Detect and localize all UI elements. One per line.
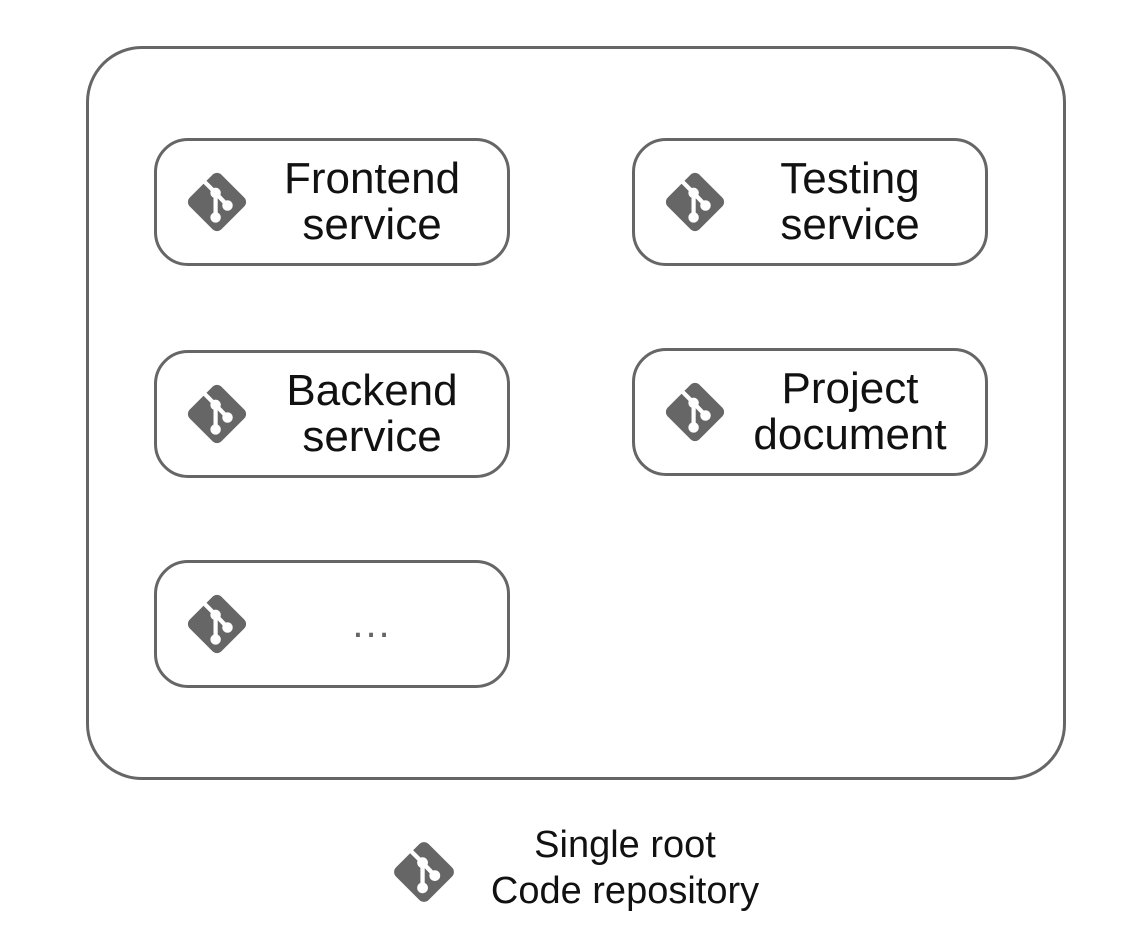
legend: Single root Code repository <box>384 820 784 920</box>
legend-line-2: Code repository <box>490 870 760 912</box>
service-name: Project <box>781 364 919 413</box>
service-label: Frontend service <box>247 141 497 263</box>
legend-line-1: Single root <box>534 824 716 866</box>
service-label: Backend service <box>247 353 497 475</box>
service-card-backend: Backend service <box>154 350 510 478</box>
service-type: document <box>753 410 947 459</box>
git-icon <box>187 594 247 654</box>
service-card-frontend: Frontend service <box>154 138 510 266</box>
service-type: service <box>780 200 920 249</box>
service-label: Testing service <box>725 141 975 263</box>
git-icon <box>665 382 725 442</box>
service-label: Project document <box>725 351 975 473</box>
service-card-project-document: Project document <box>632 348 988 476</box>
service-name: Frontend <box>283 154 461 203</box>
git-icon <box>187 172 247 232</box>
service-type: service <box>302 200 442 249</box>
service-type: service <box>302 412 442 461</box>
service-name: Backend <box>286 366 458 415</box>
service-card-testing: Testing service <box>632 138 988 266</box>
service-name: Testing <box>780 154 920 203</box>
ellipsis-label: ... <box>352 601 392 646</box>
git-icon <box>187 384 247 444</box>
git-icon <box>665 172 725 232</box>
legend-label: Single root Code repository <box>480 822 770 914</box>
service-card-more: ... <box>154 560 510 688</box>
git-icon <box>394 842 454 902</box>
